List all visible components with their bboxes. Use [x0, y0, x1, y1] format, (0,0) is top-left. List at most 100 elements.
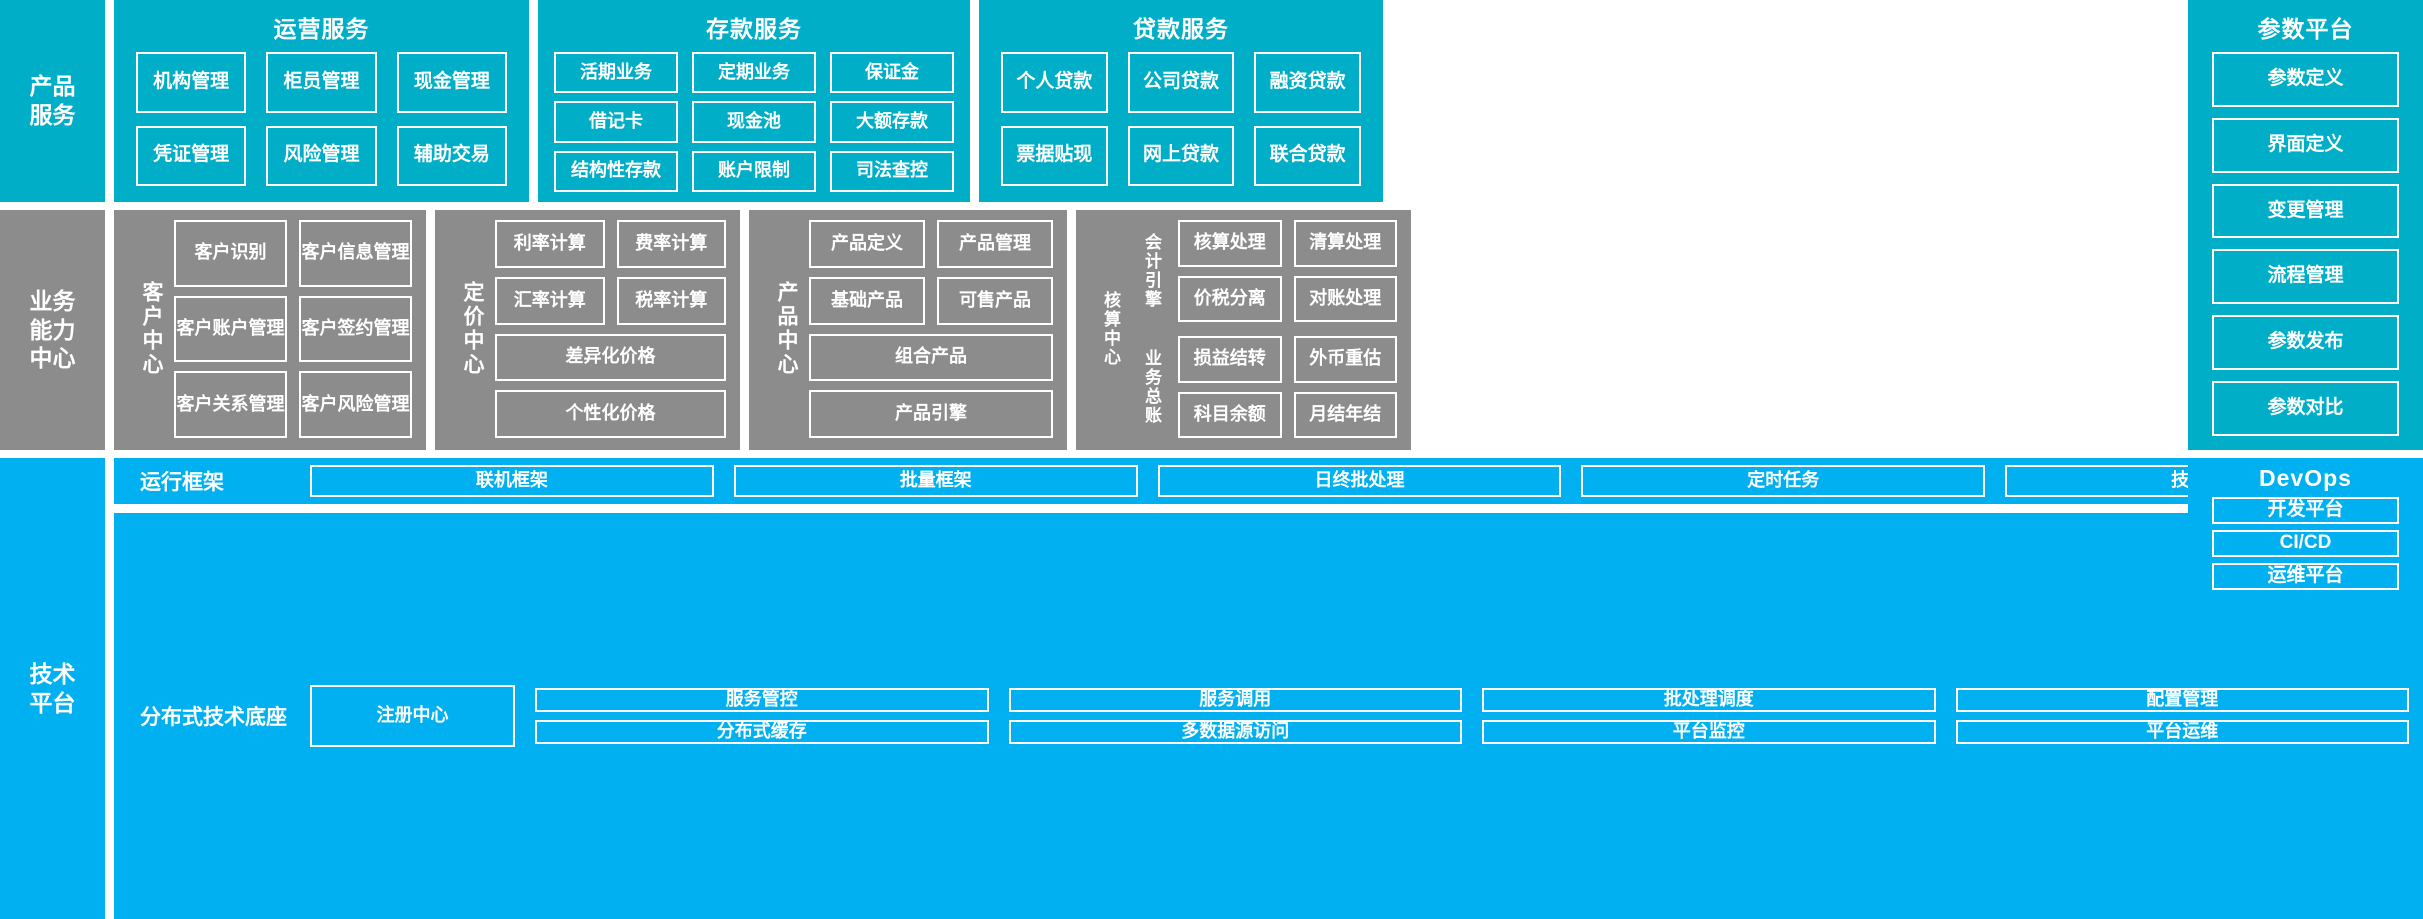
layer-technical-platform: 技术 平台 运行框架 联机框架 批量框架 日终批处理 定时任务 技术组件 分布式…: [0, 458, 2423, 919]
tech-box[interactable]: 平台运维: [1955, 720, 2409, 744]
group-items-loan-services: 个人贷款 公司贷款 融资贷款 票据贴现 网上贷款 联合贷款: [979, 52, 1383, 202]
layer-label-technical-platform: 技术 平台: [0, 458, 105, 919]
service-box[interactable]: 个人贷款: [1001, 52, 1108, 113]
center-items-pricing: 利率计算 费率计算 汇率计算 税率计算 差异化价格 个性化价格: [495, 220, 726, 438]
service-box[interactable]: 机构管理: [136, 52, 247, 113]
capability-box[interactable]: 科目余额: [1178, 391, 1282, 438]
service-box[interactable]: 风险管理: [266, 125, 377, 186]
service-box[interactable]: 活期业务: [554, 52, 678, 94]
parameter-item[interactable]: 参数发布: [2212, 315, 2399, 371]
tech-box[interactable]: 批处理调度: [1482, 688, 1936, 712]
subgroup-items-general-ledger: 损益结转 外币重估 科目余额 月结年结: [1178, 336, 1397, 438]
group-items-deposit-services: 活期业务 定期业务 保证金 借记卡 现金池 大额存款 结构性存款 账户限制 司法…: [538, 52, 970, 202]
service-box[interactable]: 网上贷款: [1127, 125, 1235, 186]
capability-box[interactable]: 客户信息管理: [299, 220, 412, 287]
center-customer: 客户中心 客户识别 客户信息管理 客户账户管理 客户签约管理 客户关系管理 客户…: [114, 210, 426, 450]
capability-box[interactable]: 产品定义: [809, 220, 925, 268]
capability-box[interactable]: 汇率计算: [495, 276, 605, 325]
capability-box[interactable]: 费率计算: [616, 220, 726, 268]
service-box[interactable]: 定期业务: [692, 52, 816, 94]
center-subgroups-accounting: 会计引擎 核算处理 清算处理 价税分离 对账处理 业务总账 损益结转 外币重估 …: [1131, 220, 1397, 438]
center-name-accounting: 核算中心: [1101, 291, 1120, 367]
center-accounting: 核算中心 会计引擎 核算处理 清算处理 价税分离 对账处理 业务总账 损益结转 …: [1076, 210, 1411, 450]
center-name-customer: 客户中心: [140, 281, 163, 377]
devops-item[interactable]: 开发平台: [2212, 497, 2399, 524]
capability-box[interactable]: 产品管理: [937, 220, 1053, 268]
runtime-framework-items: 联机框架 批量框架 日终批处理 定时任务 技术组件: [310, 465, 2409, 497]
parameter-item[interactable]: 流程管理: [2212, 249, 2399, 305]
parameter-item[interactable]: 参数定义: [2212, 52, 2399, 107]
capability-box[interactable]: 核算处理: [1178, 220, 1282, 267]
capability-box[interactable]: 差异化价格: [495, 333, 726, 382]
capability-box[interactable]: 组合产品: [809, 333, 1053, 382]
capability-box[interactable]: 价税分离: [1178, 275, 1282, 322]
center-items-product: 产品定义 产品管理 基础产品 可售产品 组合产品 产品引擎: [809, 220, 1053, 438]
capability-box[interactable]: 客户关系管理: [174, 371, 287, 438]
capability-box[interactable]: 产品引擎: [809, 390, 1053, 438]
capability-box[interactable]: 可售产品: [937, 276, 1053, 325]
capability-box[interactable]: 税率计算: [616, 276, 726, 325]
center-name-pricing: 定价中心: [461, 281, 484, 377]
capability-box[interactable]: 月结年结: [1293, 391, 1397, 438]
service-box[interactable]: 结构性存款: [554, 150, 678, 192]
group-title-deposit-services: 存款服务: [706, 16, 802, 42]
layer-label-business-capability: 业务 能力 中心: [0, 210, 105, 450]
panel-title-parameter-platform: 参数平台: [2257, 16, 2354, 42]
service-box[interactable]: 融资贷款: [1254, 52, 1361, 113]
service-box[interactable]: 账户限制: [692, 150, 816, 192]
service-box[interactable]: 现金管理: [396, 52, 507, 113]
service-box[interactable]: 现金池: [692, 101, 816, 143]
tech-box[interactable]: 平台监控: [1482, 720, 1936, 744]
capability-box[interactable]: 客户签约管理: [299, 295, 412, 363]
tech-box[interactable]: 服务调用: [1008, 688, 1462, 712]
parameter-item[interactable]: 参数对比: [2212, 381, 2399, 436]
parameter-item[interactable]: 界面定义: [2212, 117, 2399, 173]
devops-item[interactable]: CI/CD: [2212, 530, 2399, 557]
layer-label-line-2: 能力: [29, 316, 76, 343]
group-title-operation-services: 运营服务: [273, 16, 370, 42]
panel-parameter-platform: 参数平台 参数定义 界面定义 变更管理 流程管理 参数发布 参数对比: [2188, 0, 2423, 450]
tech-box-registry[interactable]: 注册中心: [310, 685, 515, 747]
service-box[interactable]: 联合贷款: [1254, 125, 1361, 186]
center-items-customer: 客户识别 客户信息管理 客户账户管理 客户签约管理 客户关系管理 客户风险管理: [174, 220, 412, 438]
capability-box[interactable]: 客户账户管理: [174, 295, 287, 363]
tech-box[interactable]: 多数据源访问: [1008, 720, 1462, 744]
subgroup-general-ledger: 业务总账 损益结转 外币重估 科目余额 月结年结: [1131, 336, 1397, 438]
capability-box[interactable]: 外币重估: [1293, 336, 1397, 383]
group-loan-services: 贷款服务 个人贷款 公司贷款 融资贷款 票据贴现 网上贷款 联合贷款: [979, 0, 1383, 202]
tech-box[interactable]: 定时任务: [1581, 465, 1986, 497]
subgroup-name-general-ledger: 业务总账: [1142, 349, 1161, 425]
service-box[interactable]: 保证金: [830, 52, 954, 94]
capability-box[interactable]: 基础产品: [809, 276, 925, 325]
strip-distributed-base: 分布式技术底座 注册中心 服务管控 服务调用 批处理调度 配置管理 分布式缓存 …: [114, 513, 2423, 919]
capability-box[interactable]: 客户识别: [174, 220, 287, 287]
service-box[interactable]: 票据贴现: [1001, 125, 1108, 186]
strip-label-runtime-framework: 运行框架: [140, 471, 224, 494]
service-box[interactable]: 柜员管理: [266, 52, 377, 113]
group-items-operation-services: 机构管理 柜员管理 现金管理 凭证管理 风险管理 辅助交易: [114, 52, 529, 202]
service-box[interactable]: 司法查控: [830, 150, 954, 192]
devops-items: 开发平台 CI/CD 运维平台: [2188, 497, 2423, 599]
group-title-loan-services: 贷款服务: [1133, 16, 1229, 42]
capability-box[interactable]: 利率计算: [495, 220, 605, 268]
capability-box[interactable]: 损益结转: [1178, 336, 1282, 383]
tech-box[interactable]: 分布式缓存: [535, 720, 989, 744]
tech-box[interactable]: 联机框架: [310, 465, 714, 497]
service-box[interactable]: 借记卡: [554, 101, 678, 143]
capability-box[interactable]: 对账处理: [1293, 275, 1397, 322]
tech-box[interactable]: 配置管理: [1955, 688, 2409, 712]
tech-box[interactable]: 服务管控: [535, 688, 989, 712]
devops-item[interactable]: 运维平台: [2212, 563, 2399, 590]
parameter-item[interactable]: 变更管理: [2212, 183, 2399, 239]
capability-box[interactable]: 客户风险管理: [299, 371, 412, 438]
service-box[interactable]: 公司贷款: [1127, 52, 1235, 113]
tech-box[interactable]: 批量框架: [733, 465, 1138, 497]
service-box[interactable]: 大额存款: [830, 101, 954, 143]
service-box[interactable]: 辅助交易: [396, 125, 507, 186]
service-box[interactable]: 凭证管理: [136, 125, 247, 186]
capability-box[interactable]: 清算处理: [1293, 220, 1397, 267]
layer-business-capability: 业务 能力 中心 客户中心 客户识别 客户信息管理 客户账户管理 客户签约管理 …: [0, 210, 2423, 450]
tech-box[interactable]: 日终批处理: [1157, 465, 1562, 497]
capability-box[interactable]: 个性化价格: [495, 390, 726, 438]
